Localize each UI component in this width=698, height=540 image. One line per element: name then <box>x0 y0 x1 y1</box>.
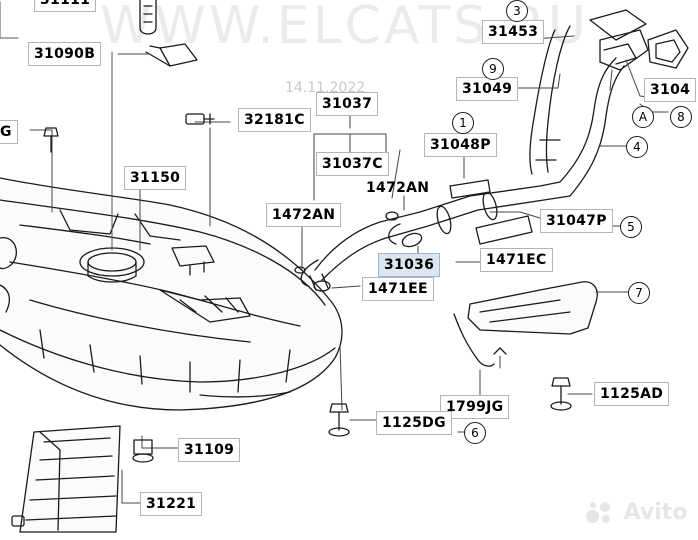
part-label-32181c[interactable]: 32181C <box>238 108 311 132</box>
fasteners <box>43 113 572 463</box>
fuel-sender-assembly <box>0 0 198 251</box>
part-label-31109[interactable]: 31109 <box>178 438 241 462</box>
callout-7: 7 <box>628 282 650 304</box>
callout-6: 6 <box>464 422 486 444</box>
callout-9: 9 <box>482 58 504 80</box>
part-label-31036[interactable]: 31036 <box>378 253 441 277</box>
part-label-31090b[interactable]: 31090B <box>28 42 102 66</box>
avito-logo-icon <box>586 500 616 526</box>
part-label-31037[interactable]: 31037 <box>316 92 379 116</box>
part-label-31221[interactable]: 31221 <box>140 492 203 516</box>
filler-cap-housing <box>589 9 689 113</box>
part-label-31037c[interactable]: 31037C <box>316 152 389 176</box>
filler-neck-pipe <box>294 25 625 292</box>
callout-5: 5 <box>620 216 642 238</box>
part-label-31048p[interactable]: 31048P <box>424 133 497 157</box>
part-label-31453[interactable]: 31453 <box>482 20 545 44</box>
callout-8: 8 <box>670 106 692 128</box>
callout-a: A <box>632 106 654 128</box>
callout-3: 3 <box>506 0 528 22</box>
part-label-3104-cut[interactable]: 3104 <box>644 78 697 102</box>
part-label-31111[interactable]: 31111 <box>34 0 97 12</box>
part-label-1472an-lower[interactable]: 1472AN <box>266 203 342 227</box>
part-label-1472an-upper[interactable]: 1472AN <box>366 180 430 196</box>
avito-watermark: Avito <box>586 500 687 526</box>
part-label-1125ad[interactable]: 1125AD <box>594 382 670 406</box>
part-label-g-cut[interactable]: G <box>0 120 18 144</box>
avito-wordmark: Avito <box>623 500 688 525</box>
callout-4: 4 <box>626 136 648 158</box>
fuel-tank <box>0 177 343 411</box>
heat-shield <box>11 425 121 533</box>
part-label-1471ee[interactable]: 1471EE <box>362 277 434 301</box>
part-label-31150[interactable]: 31150 <box>124 166 187 190</box>
callout-1: 1 <box>452 112 474 134</box>
part-label-1471ec[interactable]: 1471EC <box>480 248 553 272</box>
part-label-31049[interactable]: 31049 <box>456 77 519 101</box>
part-label-31047p[interactable]: 31047P <box>540 209 613 233</box>
filler-bracket <box>453 281 629 369</box>
part-label-1125dg[interactable]: 1125DG <box>376 411 452 435</box>
